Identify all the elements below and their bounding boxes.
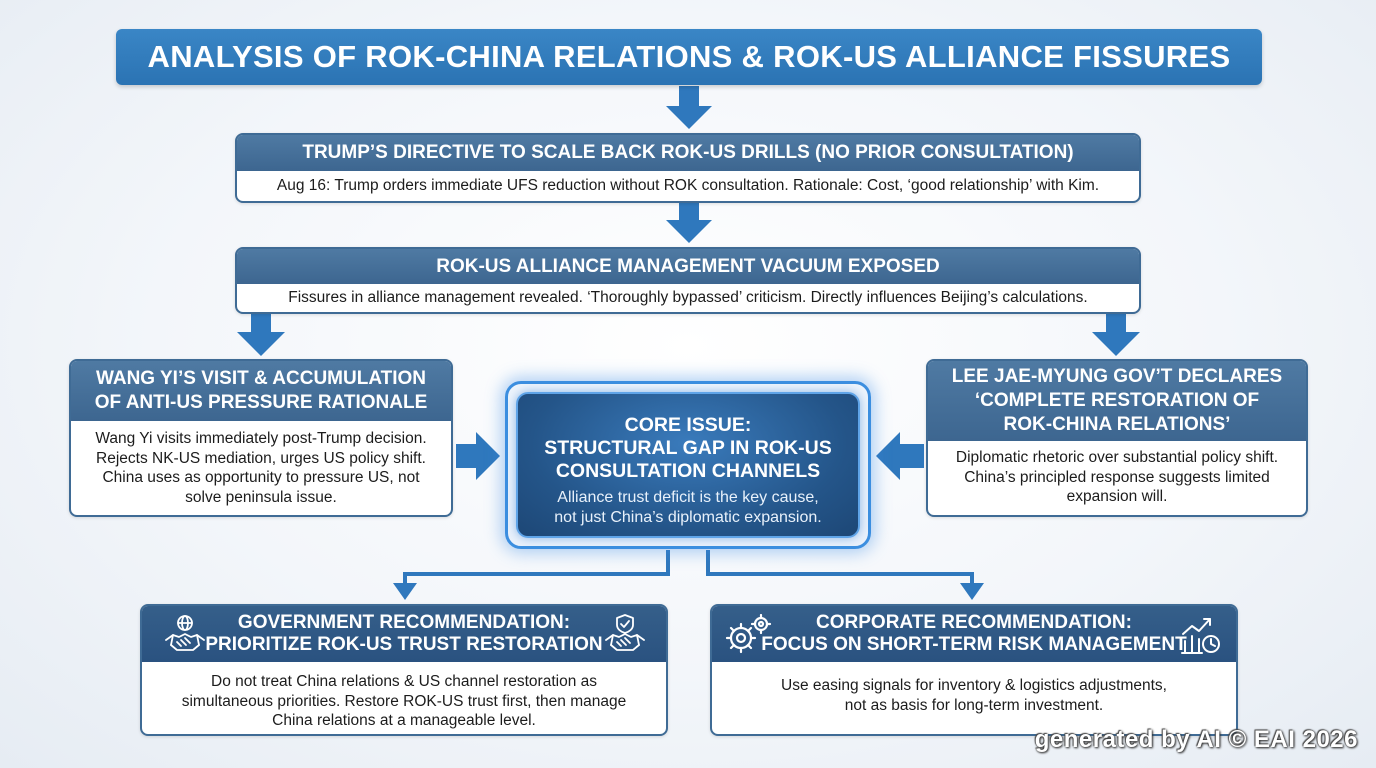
- arrow-directive-to-vacuum: [666, 203, 712, 243]
- arrow-lee-to-core: [876, 432, 924, 480]
- line-core-to-corp: [706, 550, 974, 584]
- gears-icon: [725, 614, 772, 654]
- lee-gov-title: LEE JAE-MYUNG GOV’T DECLARES ‘COMPLETE R…: [928, 361, 1306, 441]
- arrow-core-to-gov: [393, 583, 417, 600]
- wang-yi-box: WANG YI’S VISIT & ACCUMULATION OF ANTI-U…: [69, 359, 453, 517]
- corporate-recommendation-title: CORPORATE RECOMMENDATION: FOCUS ON SHORT…: [761, 612, 1187, 655]
- government-recommendation-box: GOVERNMENT RECOMMENDATION: PRIORITIZE RO…: [140, 604, 668, 736]
- watermark-text: generated by AI © EAI 2026: [1034, 726, 1358, 753]
- arrow-wangyi-to-core: [456, 432, 500, 480]
- alliance-vacuum-title: ROK-US ALLIANCE MANAGEMENT VACUUM EXPOSE…: [237, 249, 1139, 284]
- trump-directive-body: Aug 16: Trump orders immediate UFS reduc…: [276, 177, 1100, 194]
- wang-yi-title: WANG YI’S VISIT & ACCUMULATION OF ANTI-U…: [71, 361, 451, 421]
- line-core-to-gov: [403, 550, 670, 584]
- alliance-vacuum-box: ROK-US ALLIANCE MANAGEMENT VACUUM EXPOSE…: [235, 247, 1141, 314]
- globe-handshake-icon: [165, 615, 205, 651]
- alliance-vacuum-body: Fissures in alliance management revealed…: [288, 289, 1088, 306]
- lee-gov-body: Diplomatic rhetoric over substantial pol…: [955, 449, 1279, 505]
- corporate-recommendation-header: CORPORATE RECOMMENDATION: FOCUS ON SHORT…: [712, 606, 1236, 662]
- corporate-recommendation-body: Use easing signals for inventory & logis…: [781, 677, 1167, 714]
- government-recommendation-header: GOVERNMENT RECOMMENDATION: PRIORITIZE RO…: [142, 606, 666, 662]
- government-recommendation-title: GOVERNMENT RECOMMENDATION: PRIORITIZE RO…: [205, 612, 603, 655]
- core-issue-box: CORE ISSUE: STRUCTURAL GAP IN ROK-US CON…: [516, 392, 860, 538]
- arrow-core-to-corp: [960, 583, 984, 600]
- government-recommendation-body: Do not treat China relations & US channe…: [181, 673, 627, 729]
- title-banner: ANALYSIS OF ROK-CHINA RELATIONS & ROK-US…: [116, 29, 1262, 85]
- core-issue-body: Alliance trust deficit is the key cause,…: [554, 489, 822, 526]
- trump-directive-box: TRUMP’S DIRECTIVE TO SCALE BACK ROK-US D…: [235, 133, 1141, 203]
- arrow-vacuum-to-lee: [1092, 314, 1140, 356]
- core-issue-title: CORE ISSUE: STRUCTURAL GAP IN ROK-US CON…: [544, 414, 832, 482]
- trump-directive-title: TRUMP’S DIRECTIVE TO SCALE BACK ROK-US D…: [237, 135, 1139, 171]
- arrow-title-to-directive: [666, 86, 712, 129]
- lee-gov-box: LEE JAE-MYUNG GOV’T DECLARES ‘COMPLETE R…: [926, 359, 1308, 517]
- corporate-recommendation-box: CORPORATE RECOMMENDATION: FOCUS ON SHORT…: [710, 604, 1238, 736]
- arrow-vacuum-to-wangyi: [237, 314, 285, 356]
- shield-handshake-icon: [605, 614, 645, 651]
- page-title: ANALYSIS OF ROK-CHINA RELATIONS & ROK-US…: [147, 39, 1231, 74]
- wang-yi-body: Wang Yi visits immediately post-Trump de…: [95, 430, 427, 506]
- growth-chart-clock-icon: [1181, 618, 1220, 654]
